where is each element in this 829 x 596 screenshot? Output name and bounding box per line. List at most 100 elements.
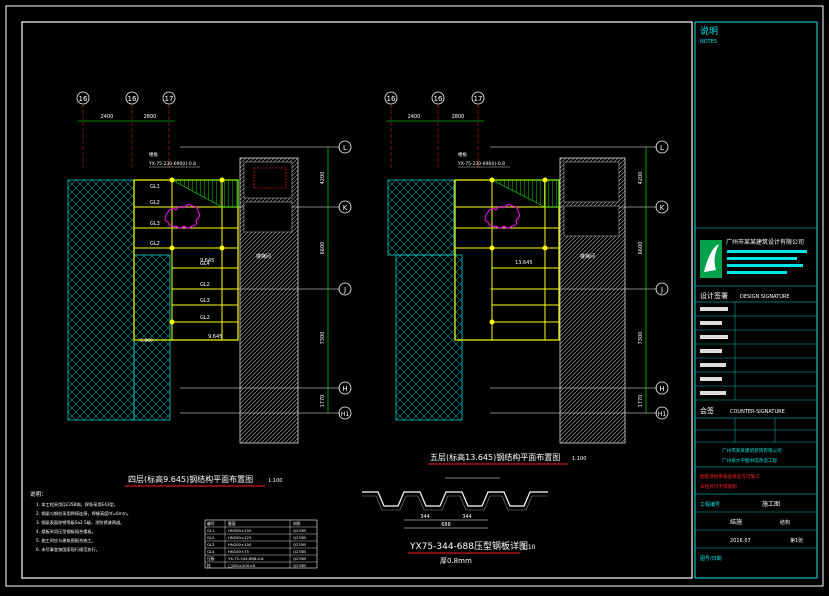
design-signature-title: 设计签署 xyxy=(700,291,728,300)
slab-hatch xyxy=(491,179,560,208)
note-line: 2. 钢梁与钢柱采用焊接连接，焊缝高度hf=6mm。 xyxy=(36,510,131,517)
left-axis-bubbles-top: 16 16 17 xyxy=(76,91,176,105)
dimension-text: 6600 xyxy=(320,242,326,255)
stair-opening xyxy=(243,161,293,199)
right-floor-plan: 16 16 17 2400 2800 4200 6600 7300 1770 L… xyxy=(384,91,669,465)
axis-label: 16 xyxy=(128,95,137,103)
table-cell: HN300×150 xyxy=(228,528,252,533)
existing-structure-hatch xyxy=(387,179,455,256)
steel-columns xyxy=(489,177,548,325)
title-block-footer: 图号/日期 xyxy=(700,556,722,562)
axis-label: 16 xyxy=(79,95,88,103)
axis-label: H xyxy=(659,385,664,393)
axis-bubble xyxy=(655,406,669,420)
signature-grid xyxy=(695,302,817,401)
table-cell: Q235B xyxy=(293,556,306,561)
beam-label: GL2 xyxy=(200,315,210,321)
steel-column xyxy=(169,177,175,183)
stair-outline xyxy=(253,167,287,189)
stair-opening xyxy=(563,205,620,237)
note-line: 4. 楼板采用压型钢板组合楼板。 xyxy=(36,528,96,535)
signature-role xyxy=(700,349,722,353)
elevation-mark: 9.645 xyxy=(200,258,214,264)
signature-role xyxy=(700,307,728,311)
company-name: 广州市某某建筑设计有限公司 xyxy=(726,238,804,246)
general-notes: 说明： 1. 本工程采用Q235B钢，焊条采用E43型。 2. 钢梁与钢柱采用焊… xyxy=(30,490,131,553)
sheet-outer-frame xyxy=(5,5,824,587)
table-cell: GL2 xyxy=(207,535,215,540)
beam-label: GL2 xyxy=(150,200,160,206)
right-axis-bubbles-right: L K J H H1 xyxy=(655,140,669,420)
signature-role xyxy=(700,363,726,367)
signature-role xyxy=(700,377,722,381)
countersign-title-en: COUNTER-SIGNATURE xyxy=(730,409,785,415)
dimension-text: 3.900 xyxy=(140,338,153,344)
revision-cloud xyxy=(164,203,201,229)
warning-text: 未经许可不得复制 xyxy=(700,483,737,490)
axis-bubble xyxy=(338,406,352,420)
dimension-text: 344 xyxy=(462,514,472,520)
sheet-type: 结构 xyxy=(780,519,790,526)
notes-title-en: NOTES xyxy=(700,39,717,45)
dimension-text: 1770 xyxy=(638,395,644,408)
project-name: 广州某大学图书馆改造工程 xyxy=(722,457,778,464)
table-cell: HN200×100 xyxy=(228,542,252,547)
company-subline xyxy=(727,250,807,253)
stair-label: 楼梯间 xyxy=(580,253,595,260)
steel-column xyxy=(169,245,175,251)
axis-bubble xyxy=(655,200,669,214)
table-cell: 柱 xyxy=(207,563,211,568)
table-cell: HN150×75 xyxy=(228,549,250,554)
slab-callout-prefix: 楼板 xyxy=(458,151,467,158)
dimension-text: 7300 xyxy=(638,332,644,345)
table-cell: □200×200×8 xyxy=(228,563,255,568)
axis-bubble xyxy=(338,200,352,214)
dimension-text: 4200 xyxy=(320,172,326,185)
countersign-grid xyxy=(695,418,817,443)
dimension-text: 2400 xyxy=(408,114,421,120)
table-cell: 压板 xyxy=(207,556,215,561)
table-cell: HN250×125 xyxy=(228,535,252,540)
beam-labels: GL1 GL2 GL3 GL2 GL4 GL2 GL3 GL2 xyxy=(150,184,210,321)
axis-bubble xyxy=(338,282,352,296)
slab-callout-prefix: 楼板 xyxy=(149,151,158,158)
dimension-text: 7300 xyxy=(320,332,326,345)
signature-role xyxy=(700,321,722,325)
table-header-cell: 编号 xyxy=(207,521,215,526)
table-cell: YX-75-344-688-0.8 xyxy=(228,556,264,561)
axis-label: H xyxy=(342,385,347,393)
table-header: 编号 截面 材质 xyxy=(207,521,301,526)
existing-structure-hatch xyxy=(67,179,135,421)
client-name: 广州市某某建筑装饰有限公司 xyxy=(722,447,782,454)
dimension-text: 344 xyxy=(420,514,430,520)
title-block-frame xyxy=(694,21,818,579)
deck-profile xyxy=(362,491,548,507)
steel-column xyxy=(542,245,548,251)
elevation-mark: 9.645 xyxy=(208,334,222,340)
sheet-count: 第1张 xyxy=(790,537,803,544)
axis-label: 17 xyxy=(474,95,483,103)
axis-bubble xyxy=(655,381,669,395)
axis-bubble xyxy=(655,140,669,154)
notes-title: 说明 xyxy=(700,25,718,37)
stair-tower-hatch xyxy=(239,157,299,444)
beam-label: GL1 xyxy=(150,184,160,190)
note-line: 1. 本工程采用Q235B钢，焊条采用E43型。 xyxy=(36,501,118,508)
steel-column xyxy=(489,177,495,183)
plan-title: 四层(标高9.645)钢结构平面布置图 xyxy=(128,474,253,484)
steel-columns xyxy=(169,177,225,325)
axis-label: L xyxy=(343,144,347,152)
existing-structure-hatch xyxy=(395,254,463,421)
steel-column xyxy=(169,319,175,325)
design-signature-title-en: DESIGN SIGNATURE xyxy=(740,294,790,300)
axis-label: H1 xyxy=(341,411,350,418)
drawing-border xyxy=(21,21,693,579)
company-subline xyxy=(727,271,787,274)
steel-column xyxy=(489,245,495,251)
table-body: GL1 HN300×150 Q235B GL2 HN250×125 Q235B … xyxy=(207,528,306,568)
table-rows xyxy=(205,526,317,563)
axis-label: L xyxy=(660,144,664,152)
beam-label: GL3 xyxy=(200,298,210,304)
existing-structure-hatch xyxy=(133,254,171,421)
